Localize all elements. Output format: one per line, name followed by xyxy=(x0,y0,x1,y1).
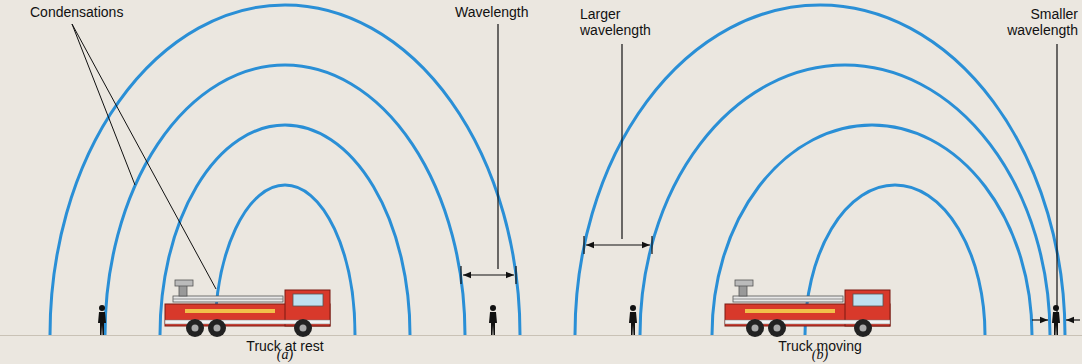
panel-letter: (a) xyxy=(265,347,305,363)
callout-label: Condensations xyxy=(30,4,160,20)
callout-label: Larger wavelength xyxy=(580,6,670,38)
callout-label: Smaller wavelength xyxy=(990,6,1078,38)
panel-letter: (b) xyxy=(800,347,840,363)
callout-label: Wavelength xyxy=(455,4,555,20)
